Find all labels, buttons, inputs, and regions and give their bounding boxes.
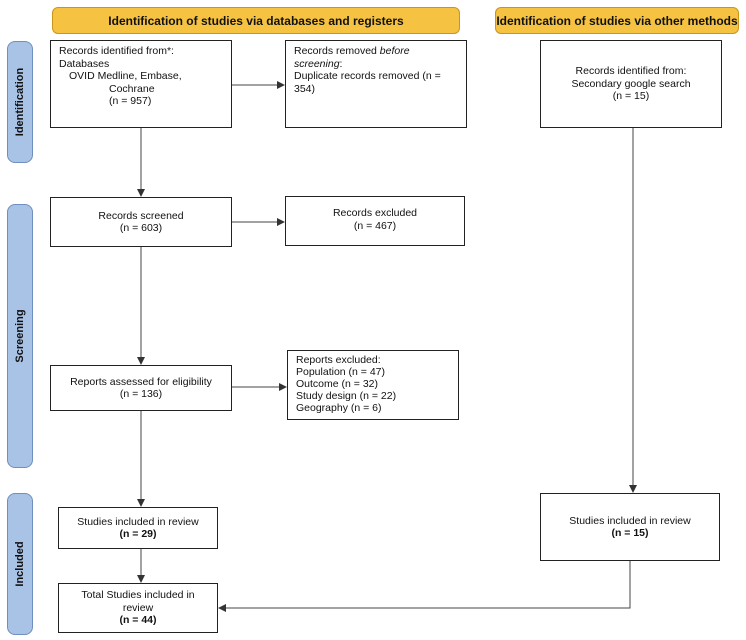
records-removed-italic2: screening: [294, 57, 340, 70]
studies-included-db-box: Studies included in review (n = 29): [58, 507, 218, 549]
total-studies-line2: review: [122, 601, 154, 614]
stage-included: Included: [7, 493, 33, 635]
reports-excluded-item: Study design (n = 22): [296, 390, 397, 402]
records-excluded-label: Records excluded: [332, 207, 418, 219]
stage-screening: Screening: [7, 204, 33, 468]
records-identified-box: Records identified from*: Databases OVID…: [50, 40, 232, 128]
records-screened-label: Records screened: [98, 209, 184, 222]
reports-assessed-box: Reports assessed for eligibility (n = 13…: [50, 365, 232, 411]
records-identified-line1: Records identified from*:: [59, 45, 174, 57]
other-records-count: (n = 15): [612, 90, 650, 103]
studies-included-db-count: (n = 29): [119, 528, 157, 540]
records-identified-line4: Cochrane: [109, 82, 155, 95]
stage-identification: Identification: [7, 41, 33, 163]
reports-excluded-item: Population (n = 47): [296, 366, 386, 378]
other-records-line1: Records identified from:: [575, 65, 687, 78]
records-removed-prefix: Records removed: [294, 45, 380, 57]
records-removed-box: Records removed before screening: Duplic…: [285, 40, 467, 128]
records-excluded-box: Records excluded (n = 467): [285, 196, 465, 246]
reports-excluded-title: Reports excluded:: [296, 354, 381, 366]
header-databases: Identification of studies via databases …: [52, 7, 460, 34]
records-identified-line2: Databases: [59, 57, 110, 70]
studies-included-db-label: Studies included in review: [77, 515, 199, 528]
total-studies-count: (n = 44): [119, 614, 157, 627]
other-records-identified-box: Records identified from: Secondary googl…: [540, 40, 722, 128]
total-studies-line1: Total Studies included in: [81, 589, 195, 602]
records-removed-line1: Records removed before: [294, 45, 458, 58]
studies-included-other-label: Studies included in review: [569, 514, 691, 527]
reports-excluded-box: Reports excluded: Population (n = 47) Ou…: [287, 350, 459, 420]
records-identified-line3: OVID Medline, Embase,: [69, 70, 182, 82]
other-records-line2: Secondary google search: [571, 77, 691, 90]
records-removed-suffix: :: [339, 57, 343, 70]
arrow-other-included-to-total: [218, 561, 631, 612]
reports-assessed-label: Reports assessed for eligibility: [70, 375, 212, 388]
records-screened-count: (n = 603): [119, 222, 163, 234]
records-excluded-count: (n = 467): [353, 219, 397, 232]
records-removed-count: 354): [294, 82, 316, 95]
reports-assessed-count: (n = 136): [119, 388, 163, 400]
header-other-methods: Identification of studies via other meth…: [495, 7, 739, 34]
studies-included-other-count: (n = 15): [611, 527, 649, 539]
records-screened-box: Records screened (n = 603): [50, 197, 232, 247]
reports-excluded-item: Outcome (n = 32): [296, 378, 378, 390]
reports-excluded-item: Geography (n = 6): [296, 402, 382, 414]
studies-included-other-box: Studies included in review (n = 15): [540, 493, 720, 561]
records-removed-line3: Duplicate records removed (n =: [294, 70, 441, 82]
records-removed-line2: screening:: [294, 58, 458, 71]
total-studies-box: Total Studies included in review (n = 44…: [58, 583, 218, 633]
records-identified-count: (n = 957): [109, 95, 152, 107]
records-removed-italic1: before: [379, 45, 410, 57]
